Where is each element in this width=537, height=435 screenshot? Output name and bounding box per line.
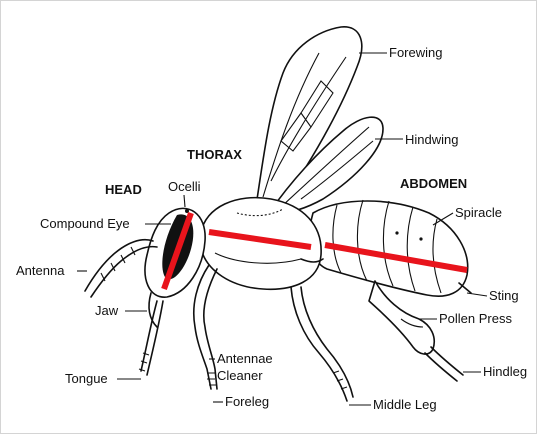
hindleg bbox=[369, 281, 463, 381]
label-antennae-cleaner-line1: Antennae bbox=[217, 351, 273, 366]
label-ocelli: Ocelli bbox=[168, 179, 201, 194]
label-forewing: Forewing bbox=[389, 45, 442, 60]
foreleg bbox=[194, 265, 217, 389]
jaw-and-tongue bbox=[139, 293, 163, 375]
label-compound-eye: Compound Eye bbox=[40, 216, 130, 231]
label-hindleg: Hindleg bbox=[483, 364, 527, 379]
label-sting: Sting bbox=[489, 288, 519, 303]
label-tongue: Tongue bbox=[65, 371, 108, 386]
label-hindwing: Hindwing bbox=[405, 132, 458, 147]
label-jaw: Jaw bbox=[95, 303, 119, 318]
section-label-abdomen: ABDOMEN bbox=[400, 176, 467, 191]
label-spiracle: Spiracle bbox=[455, 205, 502, 220]
label-antennae-cleaner-line2: Cleaner bbox=[217, 368, 263, 383]
section-label-thorax: THORAX bbox=[187, 147, 242, 162]
label-pollen-press: Pollen Press bbox=[439, 311, 512, 326]
middle-leg bbox=[291, 287, 353, 401]
section-label-head: HEAD bbox=[105, 182, 142, 197]
label-middle-leg: Middle Leg bbox=[373, 397, 437, 412]
label-foreleg: Foreleg bbox=[225, 394, 269, 409]
label-antenna: Antenna bbox=[16, 263, 65, 278]
